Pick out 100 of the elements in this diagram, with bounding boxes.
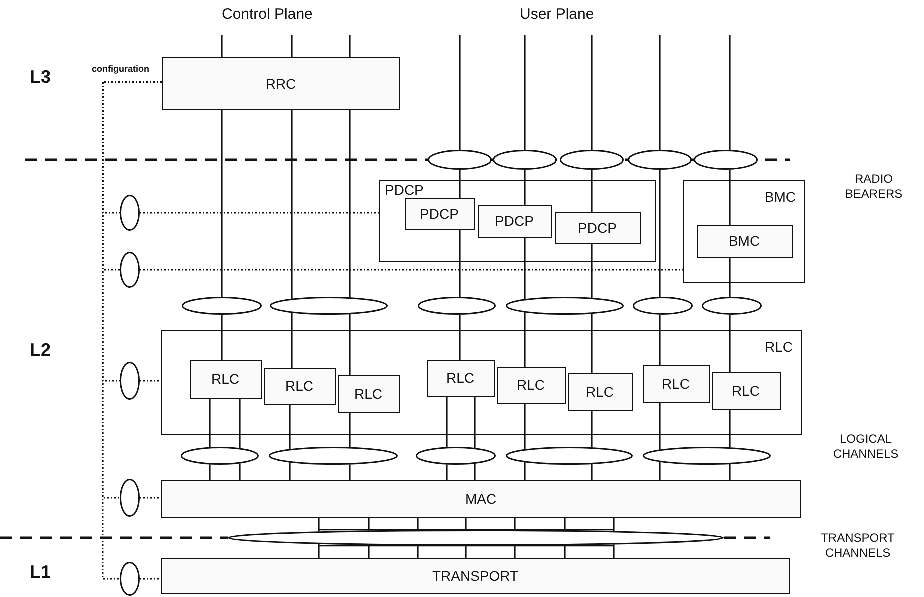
connector-line [474,464,476,480]
sap-oval [418,297,496,315]
protocol-box [161,558,790,594]
protocol-name: RLC [212,371,240,387]
protocol-name: RLC [517,377,545,393]
connector-line [368,518,370,531]
sap-oval [270,297,388,315]
protocol-name: RLC [732,382,760,398]
connector-line [729,258,731,298]
protocol-box [264,368,336,404]
protocol-name: PDCP [578,220,617,236]
connector-line [659,403,661,450]
connector-line [564,518,566,531]
connector-line [514,546,516,558]
connector-line [349,35,351,57]
protocol-name: RLC [764,339,793,355]
connector-line [209,464,211,480]
connector-line [349,314,351,375]
connector-line [524,404,526,450]
sap-oval [120,252,140,288]
layer-label: L3 [30,67,52,88]
dotted-control-line [102,81,162,580]
connector-line [729,35,731,150]
connector-line [729,170,731,225]
protocol-box [426,360,494,396]
connector-line [465,546,467,558]
plane-label: User Plane [520,6,594,23]
connector-line [591,35,593,150]
sap-oval [416,447,496,465]
configuration-label: configuration [92,64,150,74]
sap-oval [120,362,140,400]
protocol-group-box [161,330,802,435]
connector-line [591,314,593,373]
connector-line [474,397,476,448]
connector-line [591,244,593,298]
protocol-name: PDCP [420,206,459,222]
connector-line [459,230,461,298]
sap-oval [633,297,693,315]
connector-line [289,462,291,480]
protocol-name: TRANSPORT [432,568,519,584]
connector-line [349,110,351,298]
connector-line [446,397,448,448]
protocol-name: RLC [286,378,314,394]
connector-line [591,170,593,212]
connector-line [613,544,615,558]
sap-oval [493,150,557,170]
connector-line [221,110,223,297]
sap-oval [428,150,492,170]
connector-line [349,413,351,448]
protocol-name: RLC [446,370,474,386]
connector-line [591,464,593,480]
connector-line [524,170,526,205]
sap-oval [269,447,398,465]
connector-line [729,410,731,448]
connector-line [729,314,731,372]
sap-oval [694,150,758,170]
channel-type-label: RADIO BEARERS [844,172,904,202]
protocol-name: BMC [764,189,796,205]
channel-type-label: LOGICAL CHANNELS [832,432,900,462]
protocol-box [338,374,400,412]
protocol-name: MAC [465,491,497,507]
connector-line [564,545,566,558]
sap-oval [506,297,624,315]
sap-oval [120,479,140,517]
connector-line [659,462,661,480]
sap-oval [182,297,262,315]
sap-oval [506,447,633,465]
layer-label: L1 [30,562,52,583]
protocol-name: BMC [728,233,760,249]
dotted-control-line [140,578,161,580]
protocol-group-box [379,180,656,262]
connector-line [318,544,320,558]
connector-line [291,313,293,368]
dotted-control-line [140,497,161,499]
sap-oval [628,150,692,170]
connector-line [514,518,516,530]
sap-oval [560,150,624,170]
connector-line [659,170,661,298]
layer-label: L2 [30,340,52,361]
protocol-box [190,360,262,398]
protocol-box [162,57,400,110]
sap-oval [181,447,259,465]
protocol-box [554,212,640,244]
sap-oval [120,195,140,231]
protocol-box [404,198,474,230]
connector-line [349,464,351,480]
connector-line [209,399,211,448]
connector-line [239,399,241,448]
protocol-group-box [683,180,805,283]
sap-oval [228,530,724,546]
connector-line [318,518,320,532]
connector-line [368,545,370,558]
connector-line [524,238,526,300]
connector-line [459,170,461,198]
protocol-box [712,372,780,410]
connector-line [291,110,293,299]
protocol-box [642,364,710,402]
dotted-control-line [140,380,161,382]
connector-line [591,411,593,448]
dotted-control-line [140,269,683,271]
